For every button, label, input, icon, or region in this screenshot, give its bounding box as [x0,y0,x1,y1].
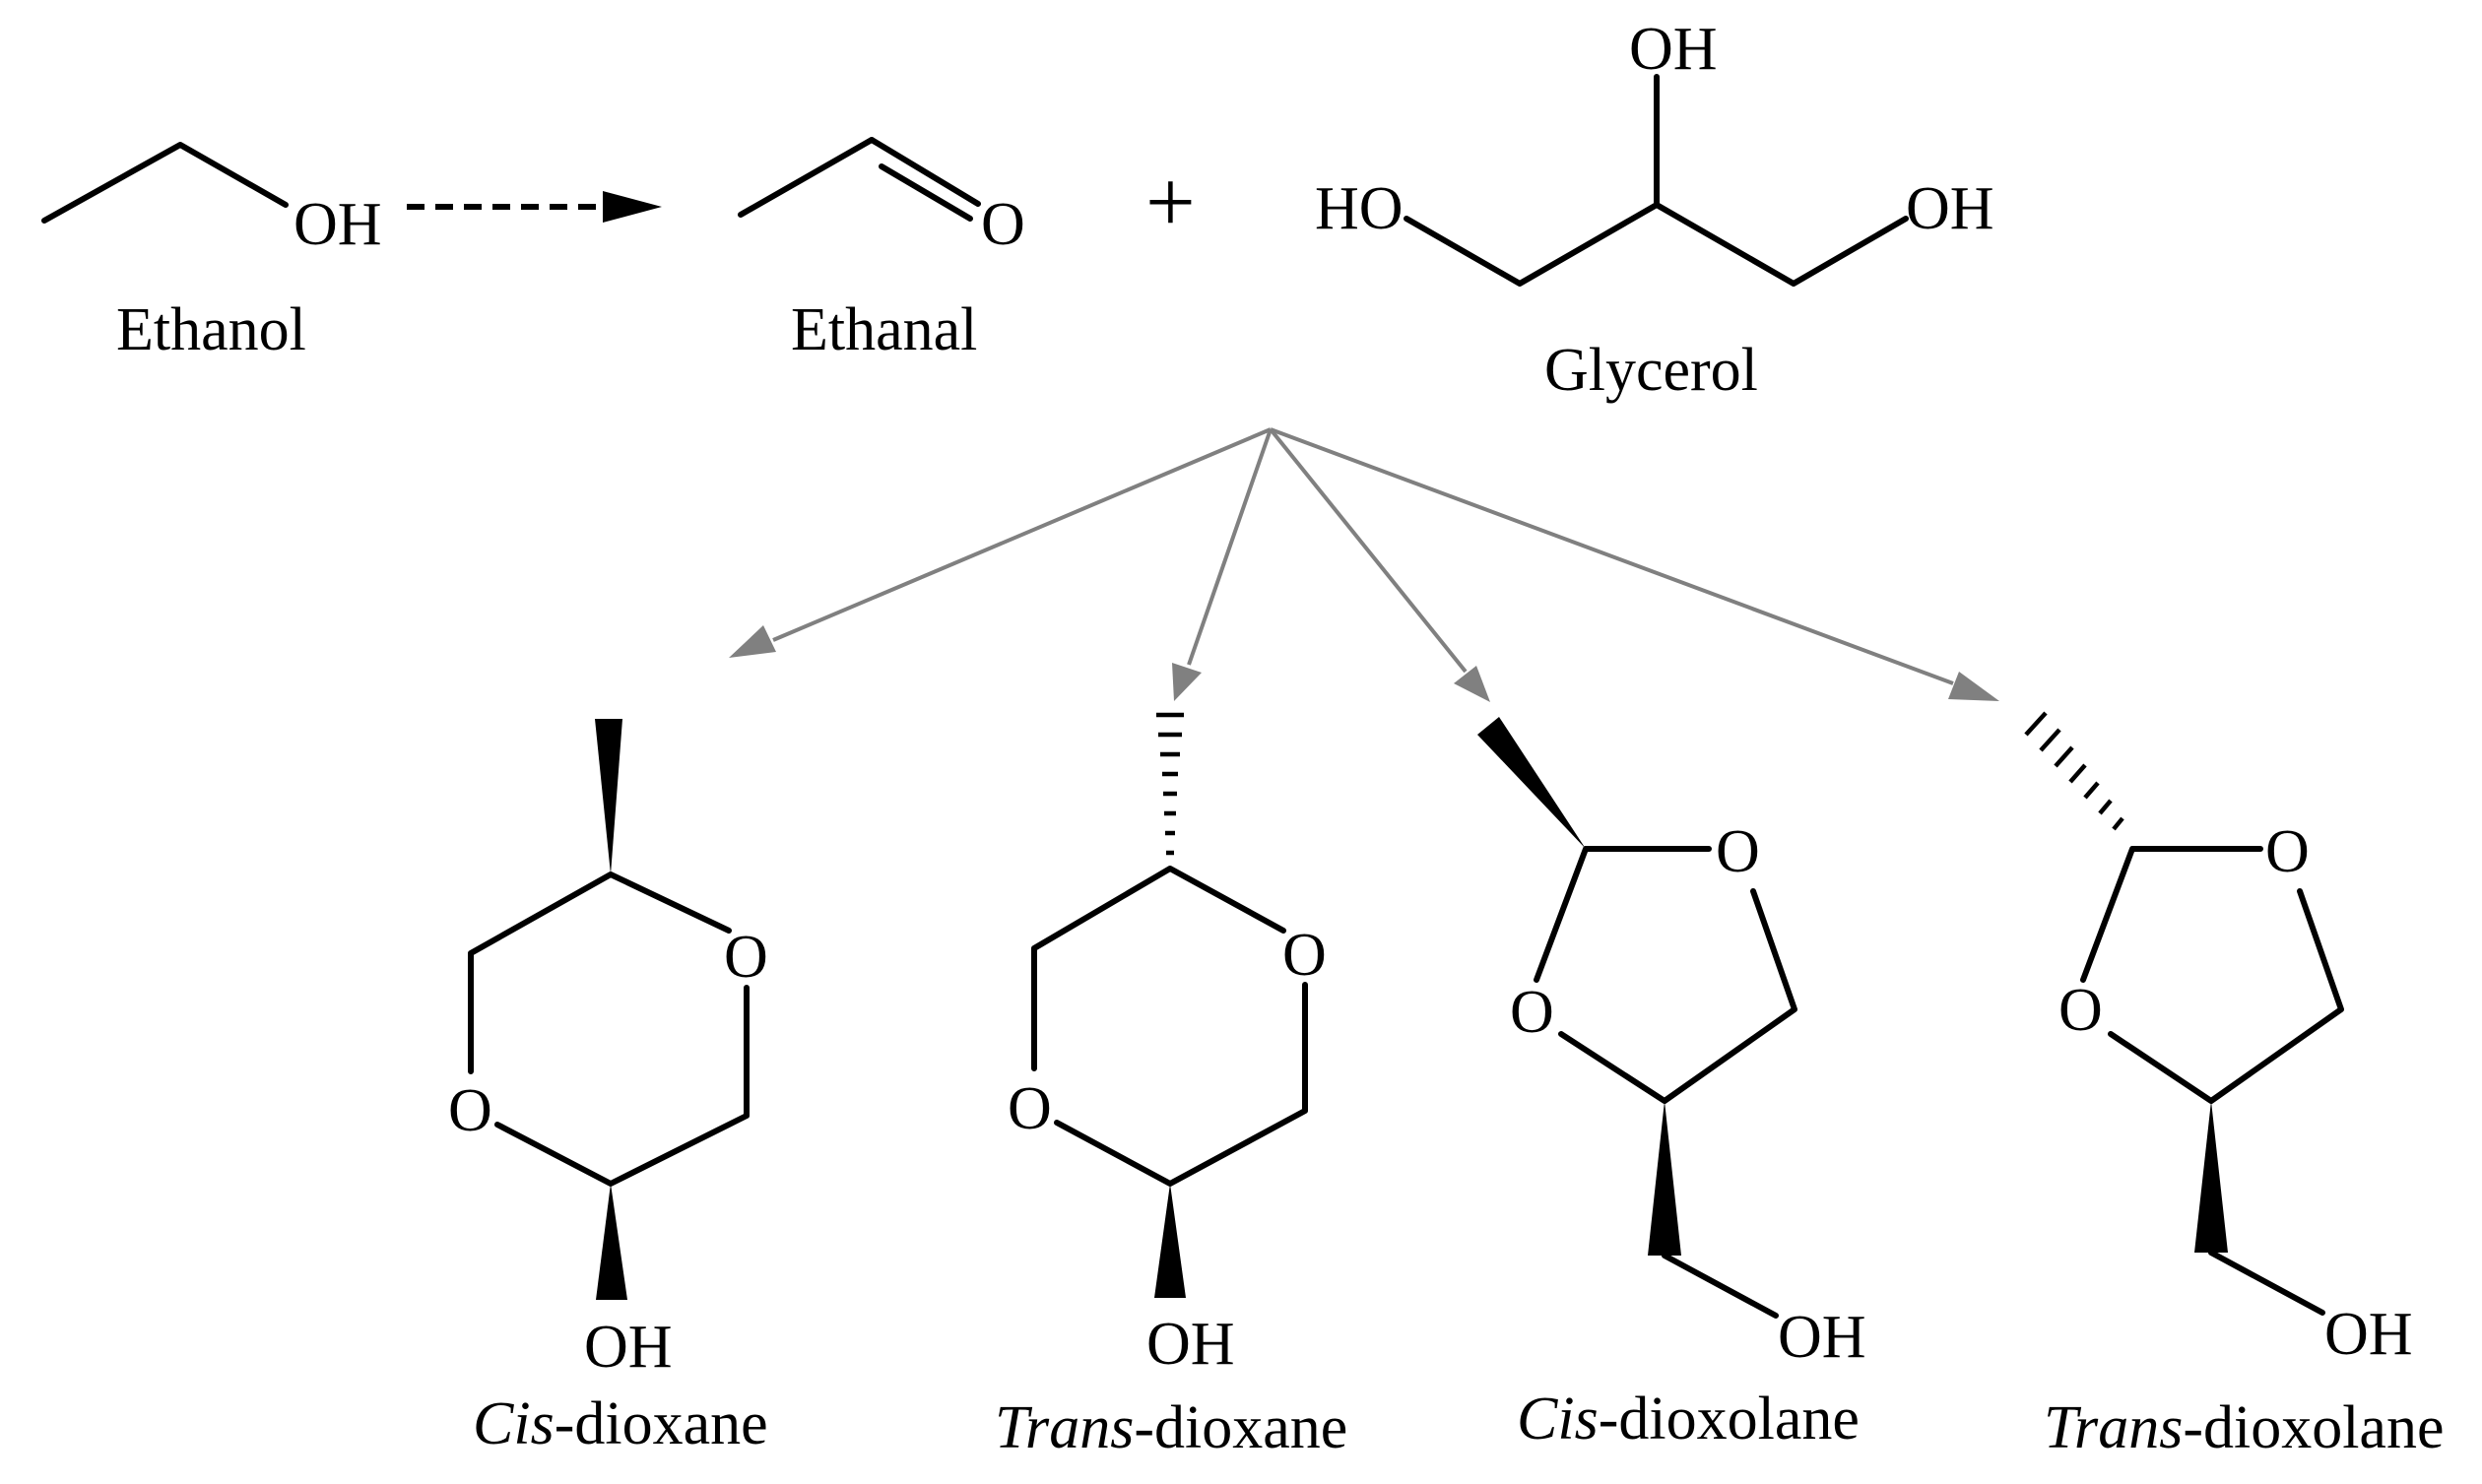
branch-arrow-3 [1269,427,1468,674]
oxidation-dashed-arrow [407,191,662,223]
trans-dioxolane-hashed-bond [2024,711,2124,831]
glycerol-ho-left: HO [1315,175,1404,242]
trans-dioxane-prefix: Trans [995,1394,1134,1461]
ethanal-structure: O Ethanal [738,137,1025,363]
cis-dioxolane-prefix: Cis [1517,1386,1599,1452]
glycerol-oh-right: OH [1906,175,1994,242]
trans-dioxolane-name: Trans-dioxolane [2044,1394,2444,1461]
trans-dioxolane-suffix: -dioxolane [2183,1394,2444,1461]
cis-dioxolane-ring-upper [1534,846,1712,983]
trans-dioxolane-ch2oh-bond [2208,1250,2325,1316]
cis-dioxolane-name: Cis-dioxolane [1517,1386,1860,1452]
trans-dioxane-o-lower: O [1008,1075,1052,1142]
trans-dioxolane-o-left: O [2058,977,2103,1044]
trans-dioxolane-bottom-wedge [2194,1101,2228,1253]
cis-dioxolane-bottom-wedge [1648,1101,1681,1256]
cis-dioxane-top-wedge [595,719,622,874]
ethanal-carbonyl-bond-2 [879,163,973,222]
ethanal-o-label: O [981,191,1025,258]
branch-arrow-2-head [1172,663,1202,701]
branch-arrow-1-head [729,625,776,658]
branch-arrow-1 [772,427,1272,642]
cis-dioxane-prefix: Cis [473,1390,555,1457]
product-trans-dioxolane: O O OH Trans-dioxolane [2024,711,2444,1461]
cis-dioxane-suffix: -dioxane [555,1390,768,1457]
ethanol-oh-label: OH [294,191,382,258]
ethanal-carbonyl-bond-1 [869,137,981,207]
trans-dioxane-suffix: -dioxane [1134,1394,1347,1461]
cis-dioxolane-ch2oh-bond [1662,1253,1779,1319]
trans-dioxane-o-upper: O [1282,922,1327,989]
cis-dioxolane-oh: OH [1778,1304,1866,1371]
glycerol-name: Glycerol [1544,337,1758,404]
glycerol-structure: OH HO OH Glycerol [1315,16,1994,404]
glycerol-oh-top: OH [1629,16,1718,83]
trans-dioxolane-prefix: Trans [2044,1394,2183,1461]
trans-dioxane-oh: OH [1146,1311,1235,1378]
plus-sign: + [1145,154,1196,251]
cis-dioxane-o-lower: O [448,1077,492,1144]
trans-dioxolane-ring-upper [2080,846,2263,983]
trans-dioxane-name: Trans-dioxane [995,1394,1347,1461]
cis-dioxane-name: Cis-dioxane [473,1390,768,1457]
ethanal-name: Ethanal [791,296,977,363]
trans-dioxolane-o-right: O [2265,818,2310,885]
branch-arrows [729,427,1999,702]
ethanol-carbon-chain [41,142,289,224]
trans-dioxane-hashed-bond [1156,712,1184,856]
dashed-arrow-head [603,191,662,223]
cis-dioxane-o-upper: O [724,924,768,991]
glycerol-backbone [1404,202,1909,287]
cis-dioxane-ring-lower [494,985,750,1187]
cis-dioxolane-ring-lower [1558,888,1797,1104]
cis-dioxane-bottom-wedge [596,1184,627,1300]
cis-dioxane-oh: OH [584,1314,673,1381]
branch-arrow-4 [1270,427,1954,685]
ethanal-carbon-chain [738,137,875,218]
branch-arrow-3-head [1454,666,1490,702]
cis-dioxolane-suffix: -dioxolane [1599,1386,1860,1452]
trans-dioxane-ring-lower [1054,982,1308,1187]
product-trans-dioxane: O O OH Trans-dioxane [995,712,1347,1461]
product-cis-dioxane: O O OH Cis-dioxane [448,719,768,1457]
ethanol-structure: OH Ethanol [41,142,382,363]
branch-arrow-2 [1187,428,1273,666]
cis-dioxolane-o-left: O [1510,979,1554,1046]
ethanol-name: Ethanol [116,296,306,363]
trans-dioxolane-ring-lower [2108,888,2344,1104]
cis-dioxane-ring [468,871,732,1074]
cis-dioxolane-o-right: O [1716,818,1760,885]
cis-dioxolane-top-wedge [1477,717,1586,849]
trans-dioxane-ring [1031,866,1286,1071]
product-cis-dioxolane: O O OH Cis-dioxolane [1477,717,1866,1452]
branch-arrow-4-head [1948,672,1999,701]
trans-dioxane-bottom-wedge [1154,1184,1186,1298]
trans-dioxolane-oh: OH [2324,1301,2413,1368]
